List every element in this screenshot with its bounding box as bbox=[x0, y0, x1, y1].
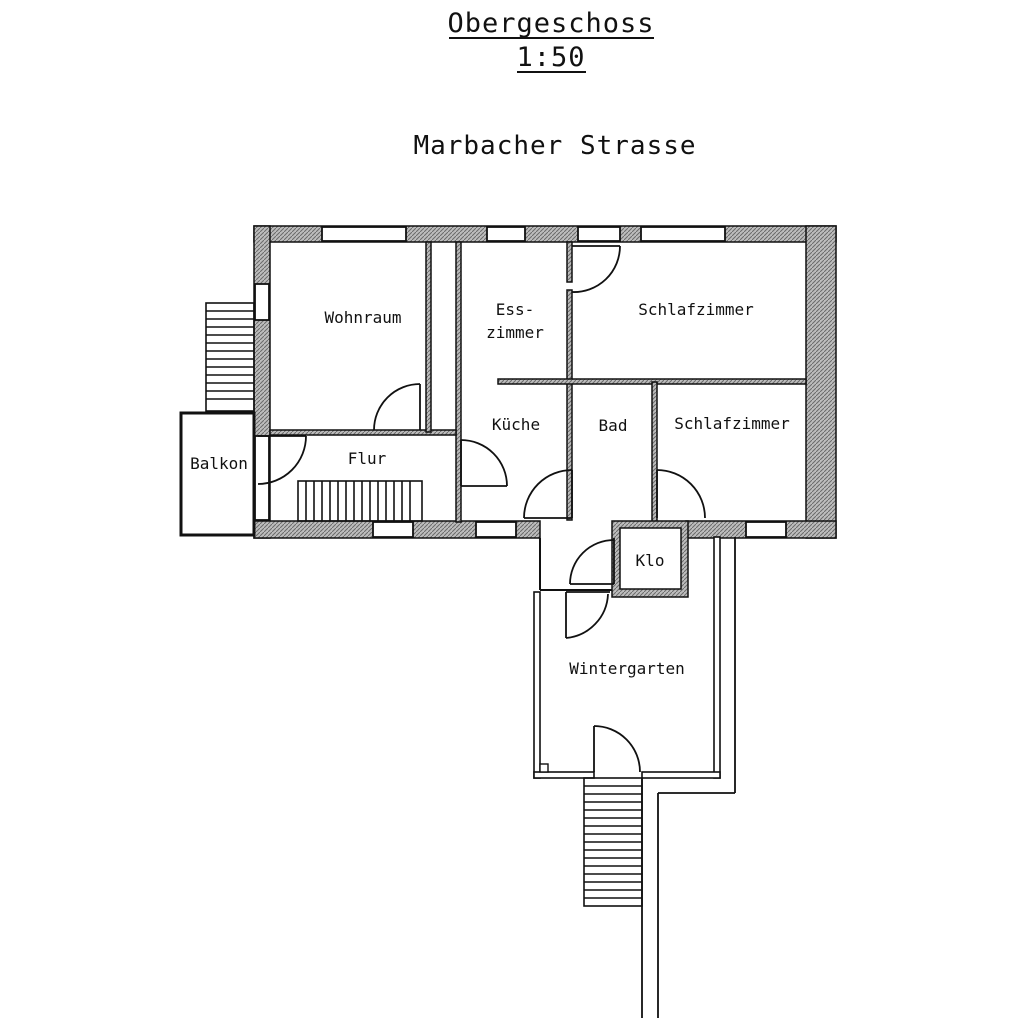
door-schlafzimmer-2 bbox=[656, 469, 706, 519]
room-label-wintergarten: Wintergarten bbox=[569, 659, 685, 678]
room-label-esszimmer-line2: zimmer bbox=[486, 323, 544, 342]
room-label-klo: Klo bbox=[636, 551, 665, 570]
room-label-schlafzimmer-1: Schlafzimmer bbox=[638, 300, 754, 319]
stair-left bbox=[205, 302, 255, 412]
balkon-outline bbox=[179, 411, 256, 537]
corridor-walls bbox=[539, 538, 612, 591]
door-wohnraum bbox=[373, 383, 421, 431]
room-label-bad: Bad bbox=[599, 416, 628, 435]
doors bbox=[257, 245, 706, 773]
plan-title: Obergeschoss bbox=[447, 8, 654, 39]
room-label-flur: Flur bbox=[348, 449, 387, 468]
room-label-esszimmer-line1: Ess- bbox=[496, 300, 535, 319]
door-schlafzimmer-1 bbox=[571, 245, 621, 293]
door-kueche bbox=[460, 439, 508, 487]
interior-walls bbox=[269, 241, 807, 523]
klo-walls bbox=[611, 520, 689, 598]
door-balkon bbox=[257, 435, 307, 485]
room-label-kueche: Küche bbox=[492, 415, 540, 434]
wintergarten-walls bbox=[533, 536, 736, 1018]
room-label-schlafzimmer-2: Schlafzimmer bbox=[674, 414, 790, 433]
door-klo bbox=[569, 538, 615, 585]
plan-scale: 1:50 bbox=[516, 42, 585, 73]
room-labels: Wohnraum Ess- zimmer Schlafzimmer Küche … bbox=[190, 300, 790, 678]
outer-walls bbox=[253, 225, 837, 539]
door-bad-left bbox=[523, 469, 573, 519]
stair-bottom bbox=[583, 777, 643, 907]
door-wintergarten-top bbox=[565, 591, 610, 639]
stair-flur bbox=[297, 480, 423, 522]
room-label-wohnraum: Wohnraum bbox=[324, 308, 401, 327]
room-label-balkon: Balkon bbox=[190, 454, 248, 473]
door-wintergarten-bottom bbox=[593, 725, 641, 773]
street-name: Marbacher Strasse bbox=[413, 131, 696, 161]
